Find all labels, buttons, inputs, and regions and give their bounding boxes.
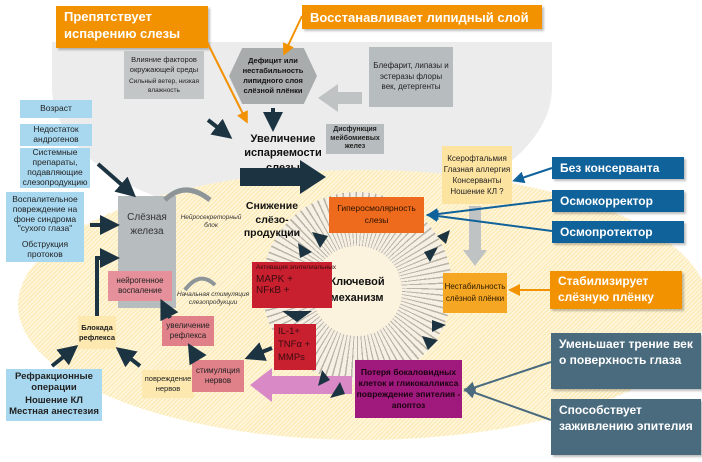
lipid-deficit-hexagon: Дефицит или нестабильность липидного сло… [229,48,317,104]
risk-inflammation-box: Воспалительное повреждение на фоне синдр… [6,192,84,262]
evaporation-increase-label: Увеличение испаряемости слезы [244,133,322,174]
epithelial-activation-box: Активация эпителиальных MAPK + NFκB + [252,262,336,308]
neurosecretory-block-label: Нейросекреторный блок [180,214,242,230]
callout-promotes-healing: Способствует заживлению эпителия [551,399,701,455]
callout-restores-lipid: Восстанавливает липидный слой [302,5,542,29]
nerve-damage-box: повреждение нервов [142,370,194,398]
reflex-increase-box: увеличение рефлекса [162,316,214,346]
environment-factors-box: Влияние факторов окружающей среды Сильны… [124,51,204,99]
initial-stimulation-label: Начальная стимуляция слезопродукции [176,291,250,307]
callout-no-preservative: Без консерванта [552,157,684,179]
risk-systemic-drugs-box: Системные препараты, подавляющие слезопр… [20,148,90,188]
reflex-block-box: Блокада рефлекса [78,316,116,349]
instability-box: Нестабильность слёзной плёнки [443,273,507,313]
reduced-production-label: Снижение слёзо- продукции [243,200,301,240]
nerve-stimulation-box: стимуляция нервов [192,360,244,392]
neurogenic-inflammation-box: нейрогенное воспаление [108,271,172,301]
arrow-blue-to-causes [512,167,553,184]
causes-box: Ксерофтальмия Глазная аллергия Консерван… [442,146,512,204]
risk-androgen-box: Недостаток андрогенов [20,124,92,146]
hyperosmolarity-box: Гиперосмолярность слезы [329,197,424,233]
key-mechanism-label: Ключевой механизм [329,276,385,304]
cytokines-box: IL-1+ TNFα + MMPs [274,324,316,370]
key-mechanism-circle: Ключевой механизм [312,246,402,336]
callout-osmoprotector: Осмопротектор [552,221,684,243]
callout-reduces-friction: Уменьшает трение век о поверхность глаза [551,333,701,389]
goblet-loss-box: Потеря бокаловидных клеток и гликокаллик… [355,360,462,418]
blepharitis-box: Блефарит, липазы и эстеразы флоры век, д… [369,47,453,107]
risk-surgery-box: Рефракционные операции Ношение КЛ Местна… [6,369,102,421]
risk-age-box: Возраст [20,100,92,118]
callout-prevents-evaporation: Препятствует испарению слезы [56,6,208,48]
callout-osmocorrector: Осмокорректор [552,190,684,212]
lacrimal-gland-label: Слёзная железа [127,212,167,237]
callout-stabilizes: Стабилизирует слёзную плёнку [550,271,682,309]
meibomian-dysfunction-box: Дисфункция мейбомиевых желез [326,124,384,154]
